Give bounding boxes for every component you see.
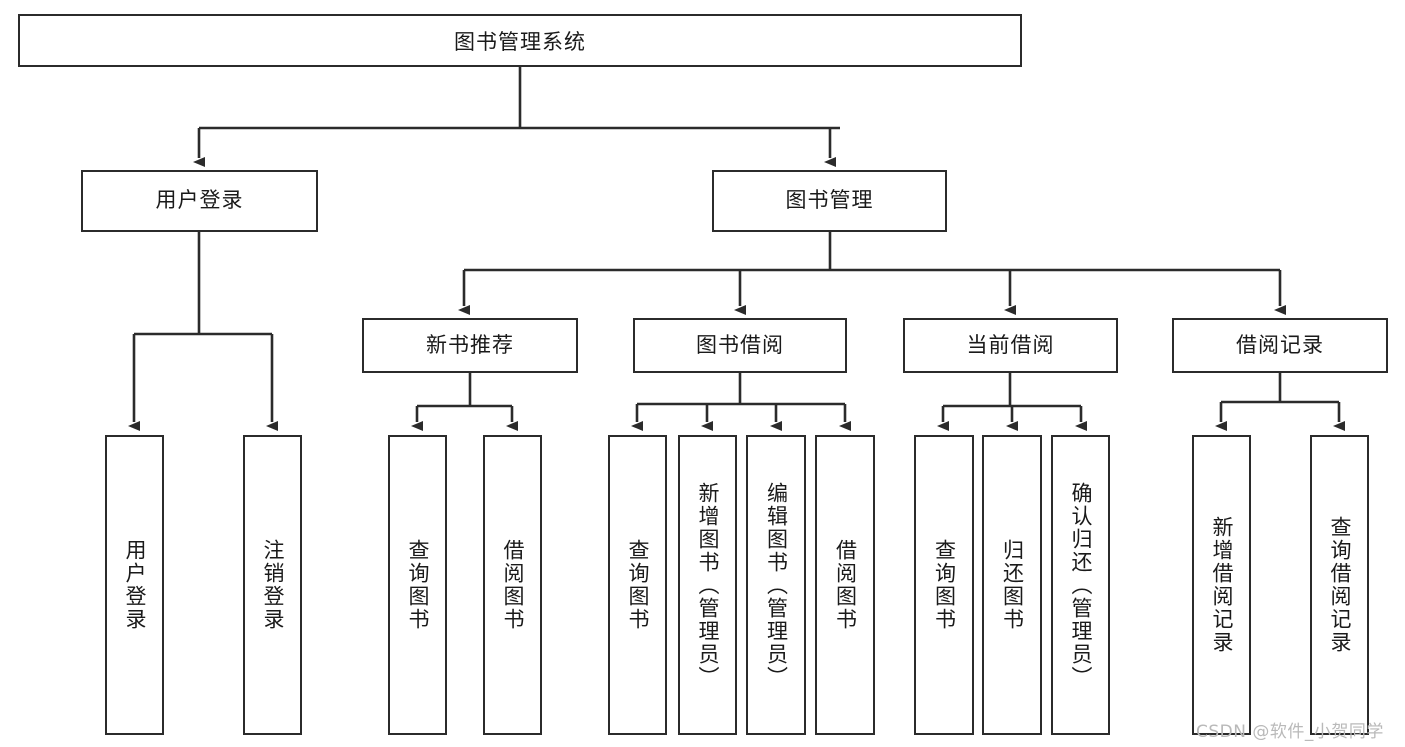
node-current-borrow[interactable]: 当前借阅 bbox=[903, 318, 1118, 373]
node-new-book-recommend[interactable]: 新书推荐 bbox=[362, 318, 578, 373]
node-user-login[interactable]: 用户登录 bbox=[81, 170, 318, 232]
leaf-query-book-newbook[interactable]: 查询图书 bbox=[388, 435, 447, 735]
leaf-edit-book-admin[interactable]: 编辑图书（管理员） bbox=[746, 435, 806, 735]
leaf-confirm-return-admin[interactable]: 确认归还（管理员） bbox=[1051, 435, 1110, 735]
leaf-user-login[interactable]: 用户登录 bbox=[105, 435, 164, 735]
leaf-add-book-admin[interactable]: 新增图书（管理员） bbox=[678, 435, 737, 735]
leaf-query-book-current[interactable]: 查询图书 bbox=[914, 435, 974, 735]
leaf-query-borrow-record[interactable]: 查询借阅记录 bbox=[1310, 435, 1369, 735]
node-book-management[interactable]: 图书管理 bbox=[712, 170, 947, 232]
node-book-borrow[interactable]: 图书借阅 bbox=[633, 318, 847, 373]
node-borrow-record[interactable]: 借阅记录 bbox=[1172, 318, 1388, 373]
csdn-watermark: CSDN @软件_小贺同学 bbox=[1196, 722, 1384, 742]
leaf-borrow-book-newbook[interactable]: 借阅图书 bbox=[483, 435, 542, 735]
leaf-logout[interactable]: 注销登录 bbox=[243, 435, 302, 735]
leaf-lend-book[interactable]: 借阅图书 bbox=[815, 435, 875, 735]
leaf-return-book[interactable]: 归还图书 bbox=[982, 435, 1042, 735]
leaf-query-book-borrow[interactable]: 查询图书 bbox=[608, 435, 667, 735]
node-root-system[interactable]: 图书管理系统 bbox=[18, 14, 1022, 67]
leaf-add-borrow-record[interactable]: 新增借阅记录 bbox=[1192, 435, 1251, 735]
